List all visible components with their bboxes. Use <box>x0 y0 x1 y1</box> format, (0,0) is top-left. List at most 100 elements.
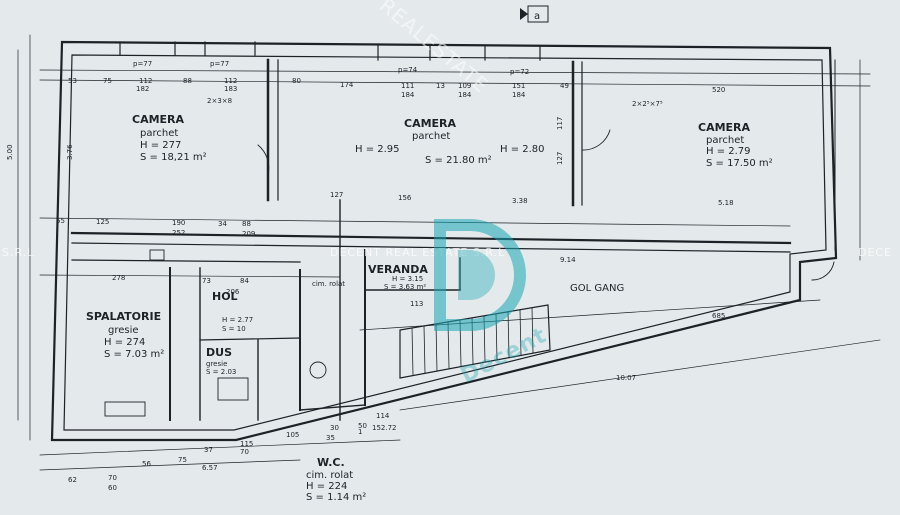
watermark-text-b: DECENT REAL ESTATE S.R.L <box>330 246 505 259</box>
room-camera-center: CAMERA parchet H = 2.95 H = 2.80 S = 21.… <box>355 117 545 166</box>
dimension-label-lower-6: 10.07 <box>616 374 636 382</box>
room-spalatorie: SPALATORIE gresie H = 274 S = 7.03 m² <box>86 310 164 360</box>
dimension-label-top-4: 112 <box>224 77 237 85</box>
dimension-label-top-12: 520 <box>712 86 725 94</box>
room-floor: gresie <box>108 325 139 336</box>
room-height: H = 2.77 <box>222 316 253 324</box>
dimension-label-top-sub-4: 184 <box>512 91 526 99</box>
dimension-label-bottom-7: 50 <box>358 422 367 430</box>
window-note-2: 2×2⁵×7⁵ <box>632 100 663 108</box>
room-area: S = 7.03 m² <box>104 349 164 360</box>
room-area: S = 17.50 m² <box>706 158 773 169</box>
dimension-label-top-7: 111 <box>401 82 414 90</box>
dimension-label-bottom-9: 114 <box>376 412 390 420</box>
section-marker: a <box>520 5 549 23</box>
dimension-label-middle-11: 9.14 <box>560 256 576 264</box>
dimension-label-bottom-5: 115 <box>240 440 253 448</box>
dimension-label-bottom-14: 60 <box>108 484 117 492</box>
dimension-label-top-5: 80 <box>292 77 301 85</box>
dimension-label-top-0: 53 <box>68 77 77 85</box>
dimension-label-middle-0: 55 <box>56 217 65 225</box>
room-area: S = 18,21 m² <box>140 152 207 163</box>
dimension-label-middle-4: 88 <box>242 220 251 228</box>
dimension-label-side-1: 3.76 <box>66 144 74 160</box>
room-height-2: H = 2.80 <box>500 144 545 155</box>
dimension-label-middle-7: 127 <box>330 191 343 199</box>
room-floor: parchet <box>706 135 744 146</box>
watermark-text-c: S.R.L <box>2 246 34 259</box>
dimension-label-top-sub-2: 184 <box>401 91 415 99</box>
dimension-label-middle-1: 125 <box>96 218 109 226</box>
dimension-label-middle-5: 252 <box>172 229 185 237</box>
dimension-label-middle-8: 156 <box>398 194 412 202</box>
dimension-label-window-0: p=77 <box>133 60 152 68</box>
dimension-label-top-6: 174 <box>340 81 354 89</box>
room-wc: W.C. cim. rolat H = 224 S = 1.14 m² <box>306 456 366 503</box>
room-height: H = 2.95 <box>355 144 400 155</box>
room-height: H = 3.15 <box>392 275 423 283</box>
dimension-label-lower-3: 206 <box>226 288 240 296</box>
dimension-label-side-0: 5.00 <box>6 144 14 160</box>
dimension-label-bottom-6: 105 <box>286 431 299 439</box>
dimension-label-top-sub-0: 182 <box>136 85 149 93</box>
room-name: W.C. <box>317 456 345 469</box>
room-name: CAMERA <box>404 117 457 130</box>
dimension-label-middle-3: 34 <box>218 220 227 228</box>
dimension-label-bottom-3: 37 <box>204 446 213 454</box>
dimension-label-top-3: 88 <box>183 77 192 85</box>
dimension-label-bottom-10: 35 <box>326 434 335 442</box>
dimension-label-window-3: p=72 <box>510 68 529 76</box>
room-veranda: VERANDA cim. rolat H = 3.15 S = 3.63 m² <box>312 263 428 291</box>
room-floor: parchet <box>140 128 178 139</box>
dimension-label-bottom-11: 1 <box>358 428 362 436</box>
dimension-label-top-11: 49 <box>560 82 569 90</box>
dimension-label-middle-9: 3.38 <box>512 197 528 205</box>
dimension-label-middle-2: 190 <box>172 219 185 227</box>
room-name: HOL <box>212 290 238 303</box>
room-name: DUS <box>206 346 232 359</box>
room-name: SPALATORIE <box>86 310 161 323</box>
room-floor: gresie <box>206 360 227 368</box>
dimension-label-bottom-2: 56 <box>142 460 151 468</box>
room-height: H = 277 <box>140 140 181 151</box>
room-camera-left: CAMERA parchet H = 277 S = 18,21 m² <box>132 113 207 163</box>
room-dus: DUS gresie S = 2.03 <box>206 346 236 376</box>
room-floor: cim. rolat <box>306 470 353 481</box>
dimension-label-bottom-8: 30 <box>330 424 339 432</box>
room-height: H = 224 <box>306 481 347 492</box>
dimension-label-side-3: 127 <box>556 152 564 165</box>
dimension-label-top-8: 13 <box>436 82 445 90</box>
gol-gang-label: GOL GANG <box>570 283 624 294</box>
room-area: S = 2.03 <box>206 368 236 376</box>
dimension-label-top-sub-3: 184 <box>458 91 472 99</box>
room-name: VERANDA <box>368 263 428 276</box>
dimension-label-top-9: 109 <box>458 82 471 90</box>
dimension-label-bottom-12: 152.72 <box>372 424 397 432</box>
dimension-label-bottom-13: 6.57 <box>202 464 218 472</box>
dimension-label-lower-1: 73 <box>202 277 211 285</box>
dimension-label-lower-5: 685 <box>712 312 725 320</box>
room-area: S = 10 <box>222 325 246 333</box>
room-height: H = 2.79 <box>706 146 751 157</box>
dimension-label-middle-6: 209 <box>242 230 255 238</box>
room-hol: HOL H = 2.77 S = 10 <box>212 290 253 333</box>
room-name: CAMERA <box>132 113 185 126</box>
room-height: H = 274 <box>104 337 145 348</box>
logo-mark <box>434 219 526 331</box>
dimension-label-bottom-15: 70 <box>240 448 249 456</box>
dimension-label-top-2: 112 <box>139 77 152 85</box>
room-camera-right: CAMERA parchet H = 2.79 S = 17.50 m² <box>698 121 773 169</box>
window-note-1: 2×3×8 <box>207 97 232 105</box>
room-area: S = 1.14 m² <box>306 492 366 503</box>
dimension-label-window-1: p=77 <box>210 60 229 68</box>
room-area: S = 3.63 m² <box>384 283 426 291</box>
dimension-label-top-1: 75 <box>103 77 112 85</box>
dimension-label-bottom-0: 62 <box>68 476 77 484</box>
dimension-label-lower-2: 84 <box>240 277 249 285</box>
dimension-label-lower-0: 278 <box>112 274 125 282</box>
room-floor: parchet <box>412 131 450 142</box>
dimension-label-side-2: 117 <box>556 117 564 130</box>
room-area: S = 21.80 m² <box>425 155 492 166</box>
